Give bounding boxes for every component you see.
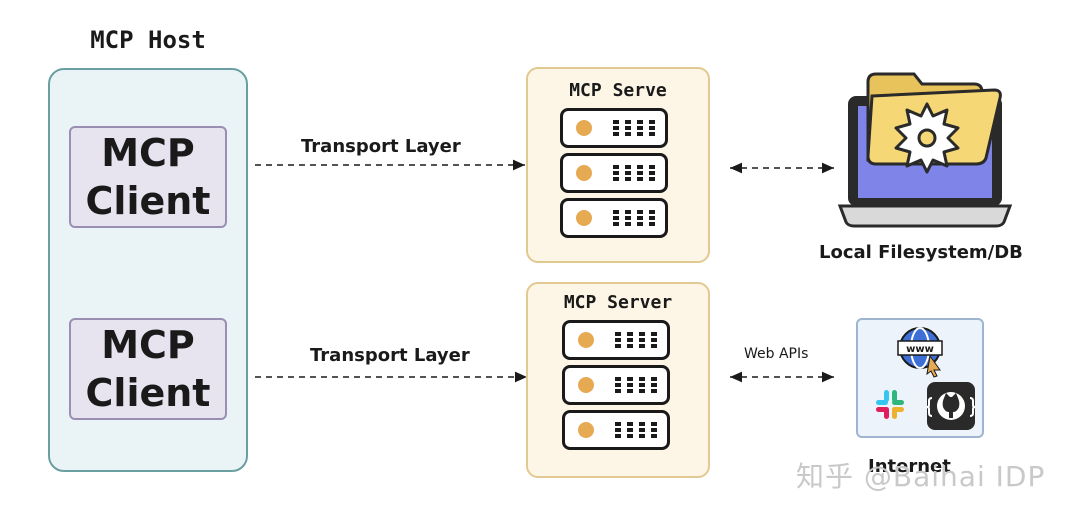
host-title: MCP Host [90,26,206,54]
server-rack-unit [562,320,670,360]
folder-gear-icon [866,72,1002,174]
server-1-title: MCP Serve [569,80,667,101]
watermark: 知乎 @Baihai IDP [796,460,1046,493]
server-rack-unit [562,365,670,405]
status-led [578,332,594,348]
laptop-icon [837,72,1013,228]
vent-dots [613,210,655,226]
vent-dots [613,120,655,136]
transport-label-2: Transport Layer [310,345,470,366]
client-1-line2: Client [85,179,211,223]
vent-dots [615,422,657,438]
github-icon [926,382,976,430]
status-led [576,165,592,181]
mcp-client-1: MCP Client [69,126,227,228]
client-1-line1: MCP [101,131,195,175]
server-rack-unit [560,153,668,193]
transport-label-1: Transport Layer [301,136,461,157]
status-led [576,210,592,226]
server-2-title: MCP Server [563,292,673,313]
vent-dots [615,332,657,348]
slack-icon [876,390,904,419]
vent-dots [615,377,657,393]
status-led [578,377,594,393]
web-apis-label: Web APIs [744,346,809,362]
client-2-line1: MCP [101,323,195,367]
internet-caption: Internet [868,456,951,477]
status-led [576,120,592,136]
mcp-client-2: MCP Client [69,318,227,420]
server-rack-unit [562,410,670,450]
www-globe-icon: www [897,327,943,378]
vent-dots [613,165,655,181]
status-led [578,422,594,438]
svg-text:www: www [906,344,934,355]
server-rack-unit [560,198,668,238]
internet-icons: www [876,327,976,430]
local-filesystem-caption: Local Filesystem/DB [819,242,1023,263]
client-2-line2: Client [85,371,211,415]
server-rack-unit [560,108,668,148]
